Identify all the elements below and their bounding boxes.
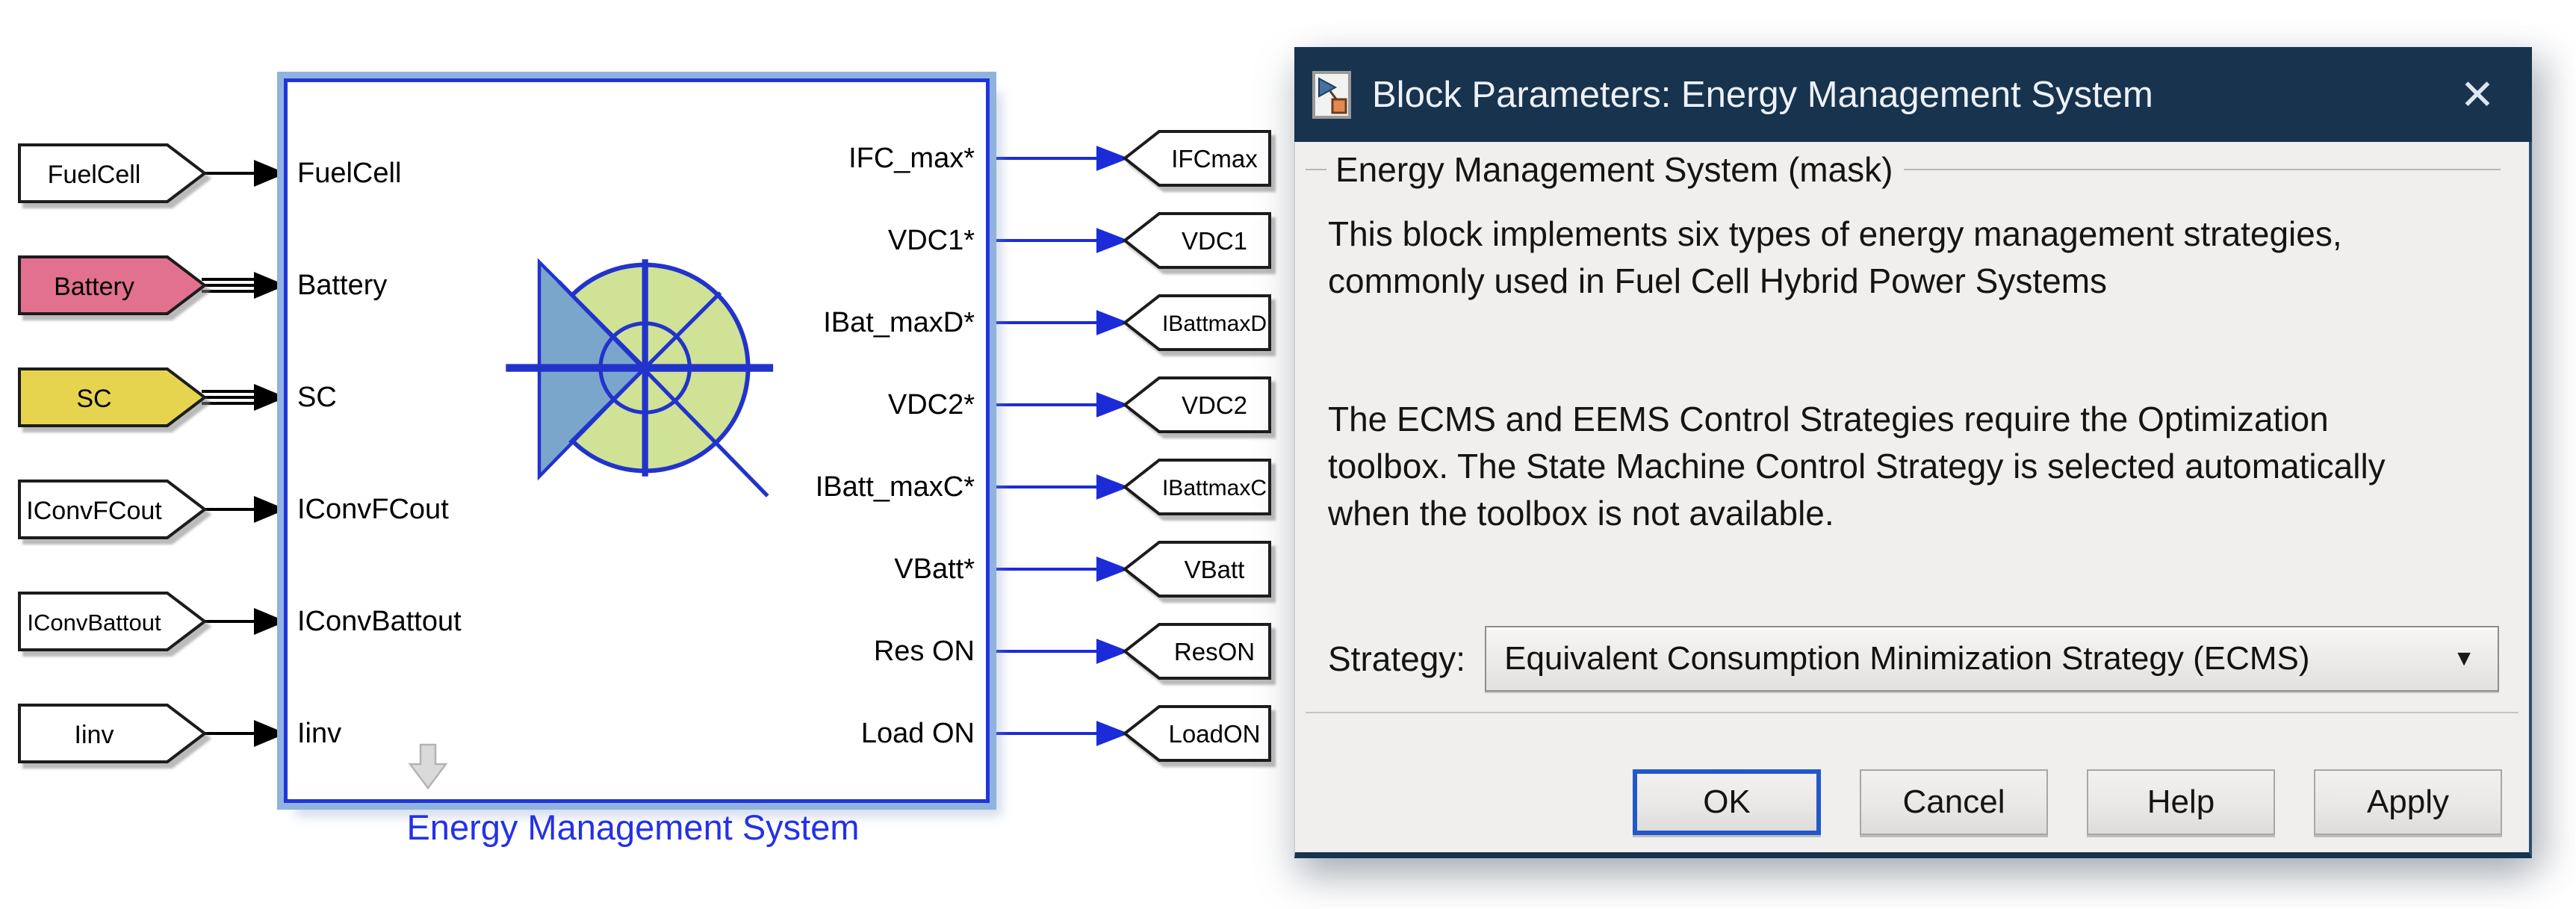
groupbox-line xyxy=(1306,169,1326,170)
mask-group-header: Energy Management System (mask) xyxy=(1306,149,2501,190)
svg-text:Iinv: Iinv xyxy=(75,721,114,749)
svg-text:LoadON: LoadON xyxy=(1169,720,1261,748)
input-tag-iconvbattout[interactable]: IConvBattout xyxy=(16,589,211,657)
svg-text:VDC1: VDC1 xyxy=(1182,227,1247,255)
output-tag-vdc1[interactable]: VDC1 xyxy=(1122,211,1276,272)
button-separator xyxy=(1306,712,2518,713)
svg-text:ResON: ResON xyxy=(1174,638,1255,666)
strategy-parameter-row: Strategy: Equivalent Consumption Minimiz… xyxy=(1328,626,2499,692)
input-tag-iconvfcout[interactable]: IConvFCout xyxy=(16,477,211,545)
down-arrow-icon xyxy=(408,743,448,790)
port-out-vdc1: VDC1* xyxy=(887,225,975,256)
cancel-button[interactable]: Cancel xyxy=(1860,769,2048,835)
strategy-dropdown[interactable]: Equivalent Consumption Minimization Stra… xyxy=(1485,626,2499,692)
port-out-ifc-max: IFC_max* xyxy=(848,143,975,174)
port-in-iinv: Iinv xyxy=(297,718,342,749)
svg-text:IFCmax: IFCmax xyxy=(1171,145,1258,173)
port-out-ibat-maxd: IBat_maxD* xyxy=(823,307,975,338)
mask-description-2: The ECMS and EEMS Control Strategies req… xyxy=(1328,400,2386,533)
dialog-title: Block Parameters: Energy Management Syst… xyxy=(1372,74,2153,115)
svg-text:VBatt: VBatt xyxy=(1185,556,1245,583)
simulink-block-icon xyxy=(1312,70,1351,119)
input-tag-sc[interactable]: SC xyxy=(16,365,211,432)
close-button[interactable]: ✕ xyxy=(2436,47,2518,142)
mask-title: Energy Management System (mask) xyxy=(1335,150,1893,189)
ems-mask-icon xyxy=(506,258,774,497)
output-tag-ibattmaxc[interactable]: IBattmaxC xyxy=(1122,457,1276,518)
output-tag-vdc2[interactable]: VDC2 xyxy=(1122,375,1276,436)
svg-text:FuelCell: FuelCell xyxy=(48,161,141,189)
port-out-vbatt: VBatt* xyxy=(894,553,975,585)
svg-text:IConvBattout: IConvBattout xyxy=(27,609,161,636)
help-button[interactable]: Help xyxy=(2087,769,2275,835)
chevron-down-icon: ▼ xyxy=(2453,646,2475,671)
output-tag-loadon[interactable]: LoadON xyxy=(1122,704,1276,765)
port-in-battery: Battery xyxy=(297,270,388,301)
input-tag-fuelcell[interactable]: FuelCell xyxy=(16,141,211,208)
output-tag-ifcmax[interactable]: IFCmax xyxy=(1122,128,1276,190)
close-icon: ✕ xyxy=(2459,70,2495,118)
output-tag-ibattmaxd[interactable]: IBattmaxD xyxy=(1122,293,1276,354)
mask-description-1: This block implements six types of energ… xyxy=(1328,214,2342,300)
strategy-selected-value: Equivalent Consumption Minimization Stra… xyxy=(1504,640,2310,677)
port-in-iconvbattout: IConvBattout xyxy=(297,606,462,637)
svg-text:IConvFCout: IConvFCout xyxy=(26,497,162,525)
port-out-load-on: Load ON xyxy=(860,718,975,749)
svg-text:IBattmaxC: IBattmaxC xyxy=(1162,476,1267,500)
port-out-ibatt-maxc: IBatt_maxC* xyxy=(815,471,975,503)
svg-text:SC: SC xyxy=(76,385,111,413)
ok-button[interactable]: OK xyxy=(1633,769,1821,835)
port-out-res-on: Res ON xyxy=(873,636,975,667)
svg-text:VDC2: VDC2 xyxy=(1182,391,1247,419)
input-tag-battery[interactable]: Battery xyxy=(16,253,211,320)
svg-text:Battery: Battery xyxy=(54,273,134,301)
input-tag-iinv[interactable]: Iinv xyxy=(16,701,211,769)
dialog-body: Energy Management System (mask) This blo… xyxy=(1294,142,2532,858)
output-tag-vbatt[interactable]: VBatt xyxy=(1122,539,1276,601)
dialog-titlebar[interactable]: Block Parameters: Energy Management Syst… xyxy=(1294,47,2532,142)
output-tag-reson[interactable]: ResON xyxy=(1122,621,1276,683)
energy-management-system-block[interactable]: FuelCell Battery SC IConvFCout IConvBatt… xyxy=(277,72,996,810)
port-out-vdc2: VDC2* xyxy=(887,389,975,421)
port-in-sc: SC xyxy=(297,382,337,413)
port-in-iconvfcout: IConvFCout xyxy=(297,494,449,525)
apply-button[interactable]: Apply xyxy=(2314,769,2502,835)
svg-text:IBattmaxD: IBattmaxD xyxy=(1162,311,1267,336)
strategy-label: Strategy: xyxy=(1328,639,1466,678)
dialog-buttons: OK Cancel Help Apply xyxy=(1633,769,2502,835)
block-parameters-dialog: Block Parameters: Energy Management Syst… xyxy=(1294,47,2532,858)
groupbox-line xyxy=(1903,169,2501,170)
port-in-fuelcell: FuelCell xyxy=(297,158,402,189)
block-name-label[interactable]: Energy Management System xyxy=(406,807,860,847)
